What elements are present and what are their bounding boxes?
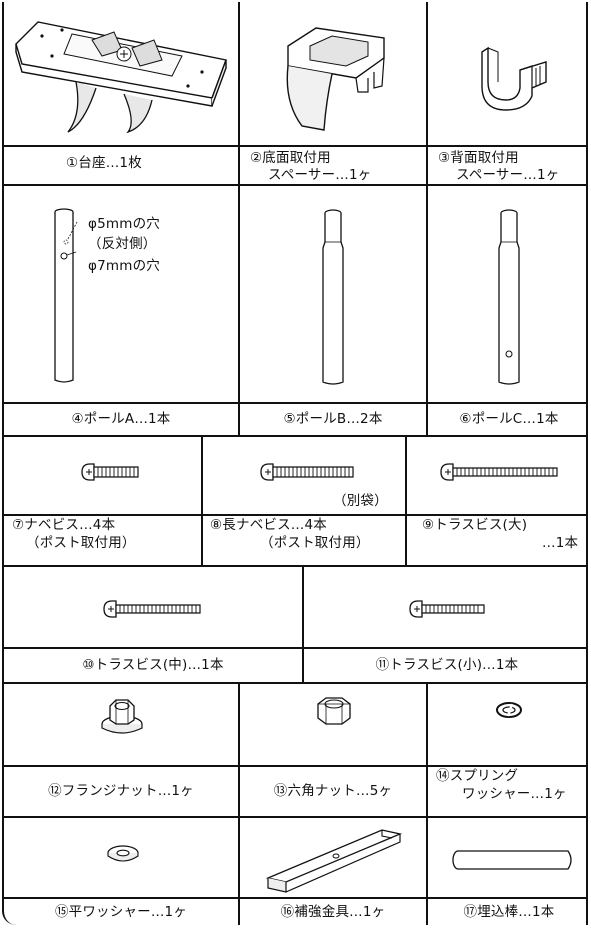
part-8-note-separate-bag: （別袋） [333, 493, 388, 509]
part-8-label-line1: ⑧長ナベビス…4本 [210, 517, 327, 533]
part-8-label-line2: （ポスト取付用） [260, 535, 370, 551]
part-7-pan-screw [4, 437, 201, 514]
part-15-flat-washer [4, 818, 238, 897]
part-3-back-spacer: ③背面取付用 スペーサー…1ヶ [428, 2, 590, 184]
part-14-label-line2: ワッシャー…1ヶ [462, 786, 567, 802]
part-16-label: ⑯補強金具…1ヶ [280, 904, 386, 920]
truss-screw-small-illustration [408, 599, 488, 619]
part-4-note-5mm: φ5mmの穴 [88, 216, 160, 232]
part-6-label: ⑥ポールC…1本 [459, 411, 559, 427]
pole-a-illustration [44, 206, 84, 386]
part-13-hex-nut [240, 684, 426, 765]
part-6-pole-c [428, 186, 590, 404]
pole-b-illustration [313, 206, 353, 386]
part-4-label: ④ポールA…1本 [71, 411, 171, 427]
part-3-label-line1: ③背面取付用 [438, 150, 519, 166]
part-11-label: ⑪トラスビス(小)…1本 [375, 657, 519, 673]
part-2-label-line2: スペーサー…1ヶ [268, 167, 372, 183]
spring-washer-illustration [494, 700, 524, 720]
part-14-label-line1: ⑭スプリング [436, 768, 519, 784]
part-8-long-pan-screw: （別袋） [203, 437, 405, 514]
part-10-truss-screw-medium [4, 567, 302, 647]
base-plate-illustration [12, 14, 230, 134]
flat-washer-illustration [106, 844, 140, 864]
part-17-embedded-rod [428, 818, 590, 897]
pole-c-illustration [489, 206, 529, 386]
truss-screw-medium-illustration [102, 599, 202, 619]
part-11-truss-screw-small [304, 567, 590, 647]
part-16-reinforcement-bracket [240, 818, 426, 897]
long-pan-screw-illustration [259, 462, 355, 482]
hex-nut-illustration [314, 696, 354, 728]
part-9-label-line1: ⑨トラスビス(大) [422, 517, 528, 533]
part-13-label: ⑬六角ナット…5ヶ [273, 783, 393, 799]
part-4-note-opposite: （反対側） [88, 236, 157, 252]
part-15-label: ⑮平ワッシャー…1ヶ [54, 904, 188, 920]
part-3-label-line2: スペーサー…1ヶ [456, 167, 560, 183]
part-17-label: ⑰埋込棒…1本 [463, 904, 555, 920]
part-12-flange-nut [4, 684, 238, 765]
part-2-label-line1: ②底面取付用 [250, 150, 331, 166]
part-4-note-7mm: φ7mmの穴 [88, 258, 160, 274]
part-9-truss-screw-large [407, 437, 590, 514]
part-4-pole-a: φ5mmの穴 （反対側） φ7mmの穴 [4, 186, 238, 404]
flange-nut-illustration [100, 694, 144, 736]
part-1-base: ①台座…1枚 [4, 2, 238, 184]
part-12-label: ⑫フランジナット…1ヶ [48, 783, 194, 799]
part-2-bottom-spacer: ②底面取付用 スペーサー…1ヶ [240, 2, 426, 184]
part-9-label-line2: …1本 [542, 535, 579, 551]
part-7-label-line1: ⑦ナベビス…4本 [12, 517, 116, 533]
part-14-spring-washer [428, 684, 590, 765]
part-5-label: ⑤ポールB…2本 [283, 411, 383, 427]
embedded-rod-illustration [448, 848, 578, 872]
pan-screw-illustration [80, 462, 140, 482]
back-spacer-illustration [474, 42, 554, 112]
truss-screw-large-illustration [439, 462, 559, 482]
reinforcement-bracket-illustration [264, 824, 404, 892]
part-7-label-line2: （ポスト取付用） [26, 535, 136, 551]
part-1-label: ①台座…1枚 [66, 155, 142, 171]
bottom-spacer-illustration [276, 22, 396, 132]
part-5-pole-b [240, 186, 426, 404]
part-10-label: ⑩トラスビス(中)…1本 [82, 657, 224, 673]
